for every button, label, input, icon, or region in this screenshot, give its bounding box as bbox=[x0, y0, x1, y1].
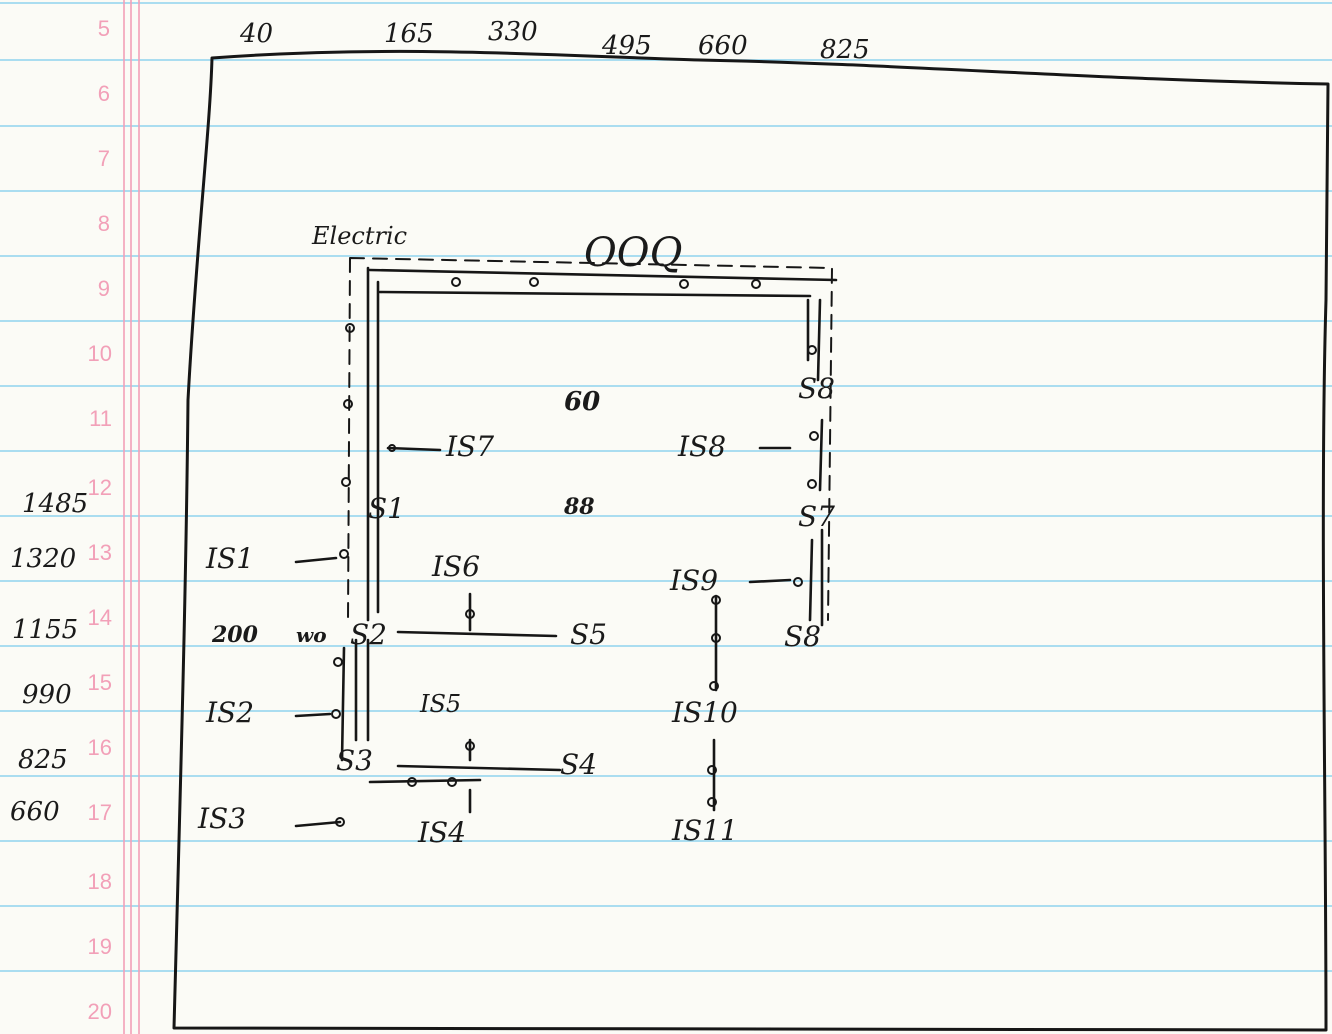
point-is3: IS3 bbox=[197, 802, 246, 835]
point-is4: IS4 bbox=[417, 816, 466, 849]
node-s4: S4 bbox=[560, 748, 597, 781]
scribble: wo bbox=[296, 623, 327, 647]
scale-label: 165 bbox=[384, 19, 434, 49]
line-number: 9 bbox=[98, 276, 110, 301]
scale-label: 825 bbox=[820, 35, 870, 65]
scale-label: 660 bbox=[10, 797, 60, 827]
line-number: 20 bbox=[88, 999, 112, 1024]
dashed-boundary bbox=[348, 258, 832, 620]
electric-label: Electric bbox=[311, 222, 407, 250]
scale-label: 1320 bbox=[10, 544, 76, 574]
point-is9: IS9 bbox=[669, 564, 718, 597]
scale-label: 40 bbox=[239, 19, 273, 49]
scribble: 60 bbox=[564, 387, 600, 417]
line-number: 16 bbox=[88, 735, 112, 760]
point-is11: IS11 bbox=[671, 814, 738, 847]
node-s8-lower: S8 bbox=[784, 620, 821, 653]
node-s2: S2 bbox=[350, 618, 387, 651]
drawn-border bbox=[174, 51, 1328, 1030]
wire-nodes bbox=[332, 278, 818, 826]
line-number: 6 bbox=[98, 81, 110, 106]
line-number: 12 bbox=[88, 475, 112, 500]
margin-line bbox=[124, 0, 139, 1034]
scribble: 200 bbox=[211, 622, 259, 648]
top-mark: OOQ bbox=[584, 230, 682, 276]
point-is2: IS2 bbox=[205, 696, 254, 729]
point-is10: IS10 bbox=[671, 696, 738, 729]
scale-label: 825 bbox=[18, 745, 68, 775]
scale-label: 1155 bbox=[12, 615, 78, 645]
line-number: 19 bbox=[88, 934, 112, 959]
scale-label: 990 bbox=[22, 680, 72, 710]
line-number: 15 bbox=[88, 670, 112, 695]
node-s8-upper: S8 bbox=[798, 372, 835, 405]
line-number: 11 bbox=[89, 406, 112, 431]
line-number: 18 bbox=[88, 869, 112, 894]
point-is5: IS5 bbox=[419, 690, 461, 718]
line-number: 17 bbox=[88, 800, 112, 825]
scale-label: 495 bbox=[601, 31, 652, 61]
node-s3: S3 bbox=[336, 744, 373, 777]
line-number: 5 bbox=[98, 16, 110, 41]
scale-label: 1485 bbox=[22, 489, 88, 519]
scribble: 88 bbox=[563, 494, 595, 520]
point-is7: IS7 bbox=[445, 430, 494, 463]
line-number: 14 bbox=[88, 605, 112, 630]
line-number: 13 bbox=[88, 540, 112, 565]
loop-lines bbox=[296, 268, 836, 826]
point-is1: IS1 bbox=[205, 542, 254, 575]
point-is6: IS6 bbox=[431, 550, 480, 583]
point-is8: IS8 bbox=[677, 430, 726, 463]
node-s5: S5 bbox=[570, 618, 607, 651]
line-numbers: 5 6 7 8 9 10 11 12 13 14 15 16 17 18 19 … bbox=[88, 16, 112, 1024]
scale-label: 330 bbox=[488, 17, 538, 47]
top-scale: 40 165 330 495 660 825 bbox=[239, 17, 870, 65]
line-number: 7 bbox=[98, 146, 110, 171]
line-number: 10 bbox=[88, 341, 112, 366]
node-s7: S7 bbox=[798, 500, 835, 533]
line-number: 8 bbox=[98, 211, 110, 236]
node-s1: S1 bbox=[368, 492, 405, 525]
scale-label: 660 bbox=[698, 31, 748, 61]
diagram-labels: Electric OOQ S1 S2 S3 S4 S5 S7 S8 S8 IS1… bbox=[197, 222, 835, 849]
